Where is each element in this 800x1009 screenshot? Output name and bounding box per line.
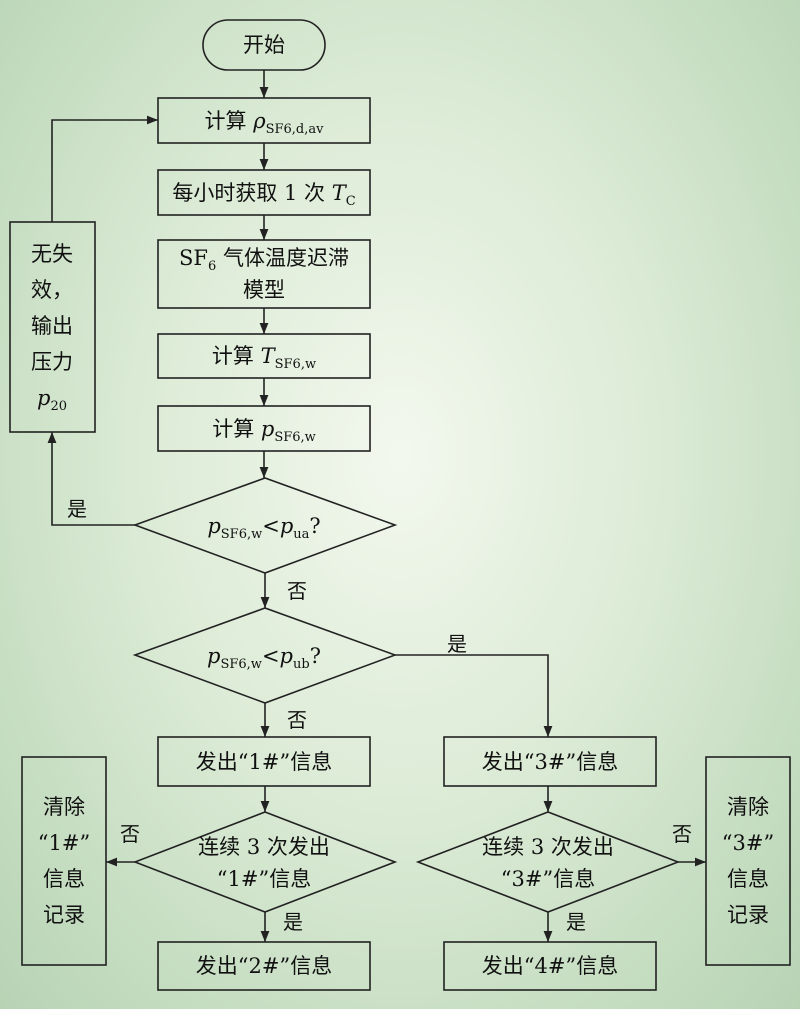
get-tc-label: 每小时获取 1 次 TC [172,181,356,209]
no-failure-label: 无失 效， 输出 压力 p20 [31,242,73,414]
consec1-diamond [132,811,398,913]
edge-label-consec1-no: 否 [120,822,140,846]
calc-tw-label: 计算 TSF6,w [211,344,317,372]
edge-label-dec1-no: 否 [287,579,307,603]
decision1-diamond [132,477,398,574]
issue3-label: 发出“3#”信息 [481,750,619,774]
issue1-label: 发出“1#”信息 [195,750,333,774]
issue2-box [157,941,371,991]
lag-model-label: SF6 气体温度迟滞 模型 [179,246,349,302]
edge-label-dec2-no: 否 [287,708,307,732]
arrow-dec2-yes [395,654,553,737]
calc-density-label: 计算 ρSF6,d,av [204,109,324,137]
clear3-label: 清除 “3#” 信息 记录 [721,795,775,927]
decision1-label: pSF6,w<pua? [207,514,321,542]
issue4-label: 发出“4#”信息 [481,954,619,978]
clear3-box [705,756,791,966]
decision2-label: pSF6,w<pub? [207,644,321,672]
issue4-box [443,941,657,991]
edge-label-consec3-yes: 是 [566,910,586,934]
consec1-label: 连续 3 次发出 “1#”信息 [198,835,330,891]
edge-label-dec1-yes: 是 [67,497,87,521]
issue2-label: 发出“2#”信息 [195,954,333,978]
edge-label-consec1-yes: 是 [283,910,303,934]
start-label: 开始 [243,33,285,57]
edge-label-consec3-no: 否 [672,822,692,846]
edge-label-dec2-yes: 是 [447,632,467,656]
issue3-box [443,736,657,787]
arrow-dec1-yes [47,432,135,526]
issue1-box [157,736,371,787]
consec3-label: 连续 3 次发出 “3#”信息 [482,835,614,891]
clear1-label: 清除 “1#” 信息 记录 [37,795,91,927]
arrow-nofail-loop [51,115,158,222]
calc-pw-label: 计算 pSF6,w [212,417,316,445]
